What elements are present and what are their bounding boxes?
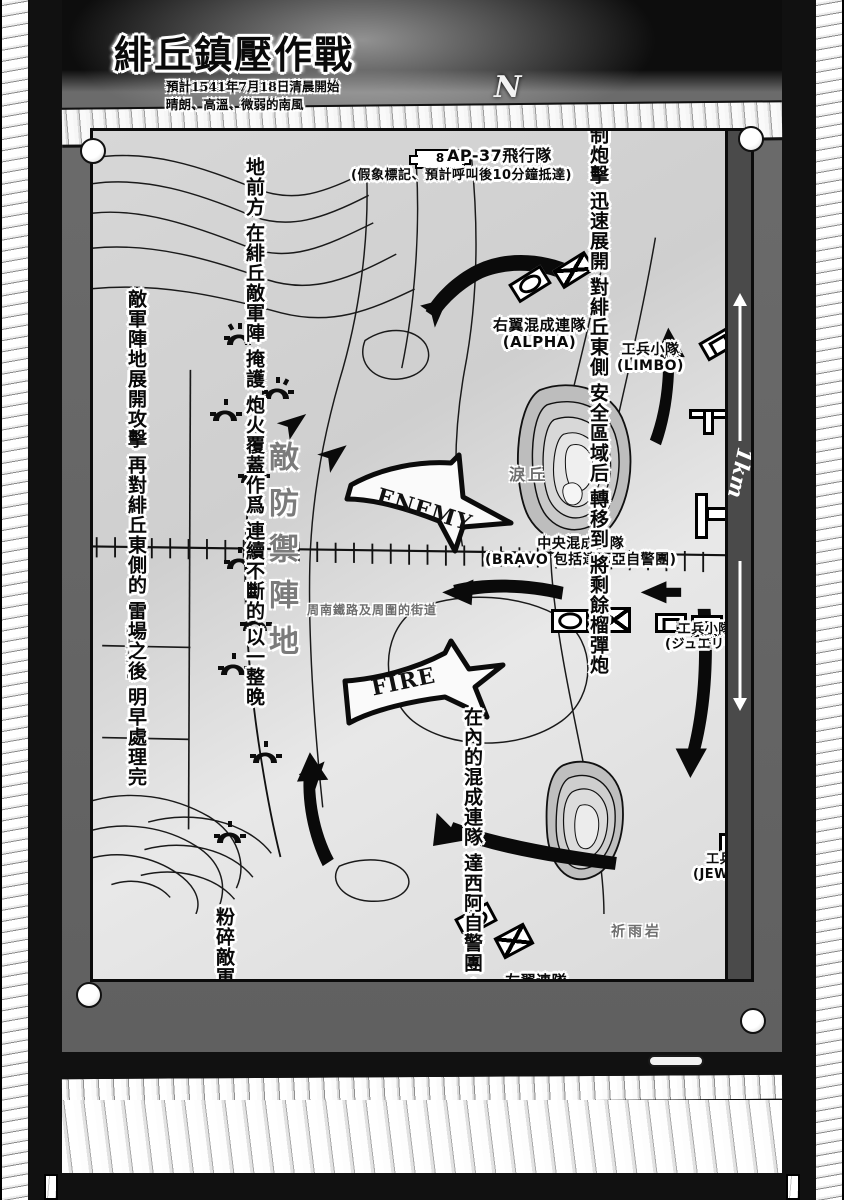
scale-arrow-top-shaft xyxy=(738,301,741,441)
board-leg-right xyxy=(786,1174,800,1200)
unit-label-alpha: 右翼混成連隊 (ALPHA) xyxy=(493,316,587,351)
map-pin-top-left[interactable] xyxy=(80,138,106,164)
banner-enemy: ENEMY xyxy=(343,451,533,561)
scale-arrow-down-icon xyxy=(732,698,747,711)
enemy-entrenchment-icon xyxy=(217,653,250,675)
tactical-map[interactable]: ENEMY FIRE 淚丘 祈雨岩 周南鐵路及周圍的街道 緋丘城區 敵防禦陣地 xyxy=(90,128,754,982)
left-orders-bottom: 明早處理完 雷場之後 再對緋丘東側的 敵軍陣地展開攻擊 xyxy=(124,289,147,787)
unit-label-jewelry-jp: 工兵小隊 (ジュエリー) xyxy=(665,622,745,652)
left-orders-top: 以一整晚 連續不斷的 炮火覆蓋作爲 掩護 在緋丘敵軍陣 地前方 xyxy=(242,157,265,707)
enemy-entrenchment-icon xyxy=(209,399,242,421)
terrain-label-tear-hill: 淚丘 xyxy=(509,465,548,484)
map-pin-bottom-right[interactable] xyxy=(740,1008,766,1034)
chalkboard-ledge-front xyxy=(62,1100,782,1176)
unit-symbol-golf-artillery[interactable] xyxy=(691,615,723,637)
blackboard-outer: N xyxy=(28,0,816,1200)
unit-label-bravo: 中央混成部隊 (BRAVO 包括達西亞自警團) xyxy=(485,536,677,568)
enemy-entrenchment-icon xyxy=(249,741,282,763)
unit-symbol-bravo-armor[interactable] xyxy=(551,609,589,633)
scale-arrow-up-icon xyxy=(732,293,747,306)
enemy-entrenchment-icon xyxy=(223,547,256,569)
map-scale-bar: 1km xyxy=(722,131,754,979)
unit-label-charlie: 左翼連隊 (CHARLIE) xyxy=(505,972,568,982)
air-support-note: (假象標記、預計呼叫後10分鐘抵達) xyxy=(351,168,572,183)
map-pin-top-right[interactable] xyxy=(738,126,764,152)
frame-left-wood xyxy=(0,0,30,1200)
enemy-entrenchment-icon xyxy=(223,323,256,345)
unit-symbol-bravo-infantry[interactable] xyxy=(597,607,631,633)
title-block: 緋丘鎮壓作戰 預計1541年7月18日清晨開始 晴朗、高溫、微弱的南風 xyxy=(114,36,354,114)
unit-symbol-alpha-armor[interactable] xyxy=(508,264,552,304)
prayer-rock-contours xyxy=(545,760,624,881)
unit-symbol-charlie-infantry[interactable] xyxy=(493,922,535,960)
page-title: 緋丘鎮壓作戰 xyxy=(114,32,355,77)
air-support-marker[interactable]: 8 xyxy=(409,149,471,169)
bottom-orders: 中央部隊 吸引敵軍注意 左右翼部隊 以鉗形攻势 配合空中支援 粉碎敵軍陣地 xyxy=(212,907,235,982)
terrain-label-railway: 周南鐵路及周圍的街道 xyxy=(307,603,438,617)
scale-label: 1km xyxy=(722,445,754,501)
chalk-piece[interactable] xyxy=(648,1055,704,1067)
unit-symbol-jewelry-engineer-b[interactable] xyxy=(655,613,687,633)
enemy-entrenchment-icon xyxy=(239,609,272,631)
frame-right-wood xyxy=(814,0,844,1200)
compass-north-icon: N xyxy=(494,70,522,105)
unit-symbol-hq[interactable] xyxy=(695,493,731,539)
right-orders: 將剩餘榴彈炮 轉移到 安全區域后 對緋丘東側 迅速展開 反制炮擊 xyxy=(586,128,609,675)
terrain-label-prayer-rock: 祈雨岩 xyxy=(611,924,662,940)
air-support-name: AP-37飛行隊 xyxy=(447,146,552,165)
enemy-entrenchment-icon xyxy=(237,461,270,483)
banner-fire: FIRE xyxy=(341,638,511,735)
scale-arrow-bottom-shaft xyxy=(738,561,741,706)
air-support-echelon: 8 xyxy=(435,151,445,165)
enemy-defense-line-label: 敵防禦陣地 xyxy=(263,441,298,671)
enemy-entrenchment-icon xyxy=(213,821,246,843)
page-subtitle: 預計1541年7月18日清晨開始 晴朗、高溫、微弱的南風 xyxy=(166,79,340,112)
unit-label-limbo: 工兵小隊 (LIMBO) xyxy=(617,342,684,374)
board-leg-left xyxy=(44,1174,58,1200)
map-pin-bottom-left[interactable] xyxy=(76,982,102,1008)
enemy-entrenchment-icon xyxy=(261,377,294,399)
southwest-hill-contours xyxy=(140,816,272,900)
unit-symbol-hotel-medical[interactable] xyxy=(689,407,729,435)
terrain-label-city: 緋丘城區 xyxy=(123,621,138,681)
center-orders: 在右翼和左翼 分別部署 坦克和步兵 組成的混成連隊 中央部署 達西阿自警團 在內… xyxy=(460,707,483,973)
